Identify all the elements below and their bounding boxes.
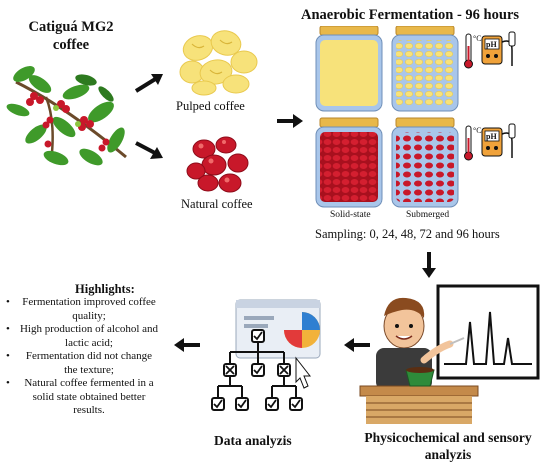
thermo-unit-bottom: °C	[473, 126, 482, 135]
arrow-to-fermentation-icon	[277, 114, 303, 128]
sensory-analysis-illustration	[359, 284, 540, 424]
arrow-to-natural-icon	[135, 141, 163, 159]
arrow-to-data-icon	[344, 338, 370, 352]
ph-label-top: pH	[486, 40, 497, 49]
highlight-item: Fermentation did not change the texture;	[6, 350, 160, 377]
arrow-to-pulped-icon	[134, 74, 163, 93]
ph-label-bottom: pH	[486, 132, 497, 141]
coffee-variety-title: Catiguá MG2 coffee	[28, 19, 114, 53]
pulped-coffee-illustration	[179, 30, 258, 96]
natural-coffee-label: Natural coffee	[181, 197, 253, 211]
highlight-item: Fermentation improved coffee quality;	[6, 296, 160, 323]
data-analysis-label: Data analyzis	[214, 433, 292, 448]
highlight-item: High production of alcohol and lactic ac…	[6, 323, 160, 350]
pulped-coffee-label: Pulped coffee	[176, 99, 245, 113]
sampling-text: Sampling: 0, 24, 48, 72 and 96 hours	[315, 227, 500, 241]
solid-state-label: Solid-state	[330, 210, 371, 220]
physico-sensory-label: Physicochemical and sensory analyzis	[364, 430, 532, 462]
fermentation-title: Anaerobic Fermentation - 96 hours	[301, 7, 520, 23]
highlights-title: Highlights:	[75, 282, 135, 296]
thermo-unit-top: °C	[473, 34, 482, 43]
data-analysis-illustration	[211, 299, 321, 411]
arrow-down-icon	[422, 252, 436, 278]
arrow-to-highlights-icon	[174, 338, 200, 352]
natural-coffee-illustration	[186, 136, 249, 193]
fermentation-jars-illustration	[315, 26, 516, 208]
submerged-label: Submerged	[406, 210, 450, 220]
highlights-list: Fermentation improved coffee quality; Hi…	[6, 296, 160, 418]
coffee-plant-illustration	[6, 66, 127, 166]
highlight-item: Natural coffee fermented in a solid stat…	[6, 377, 160, 418]
